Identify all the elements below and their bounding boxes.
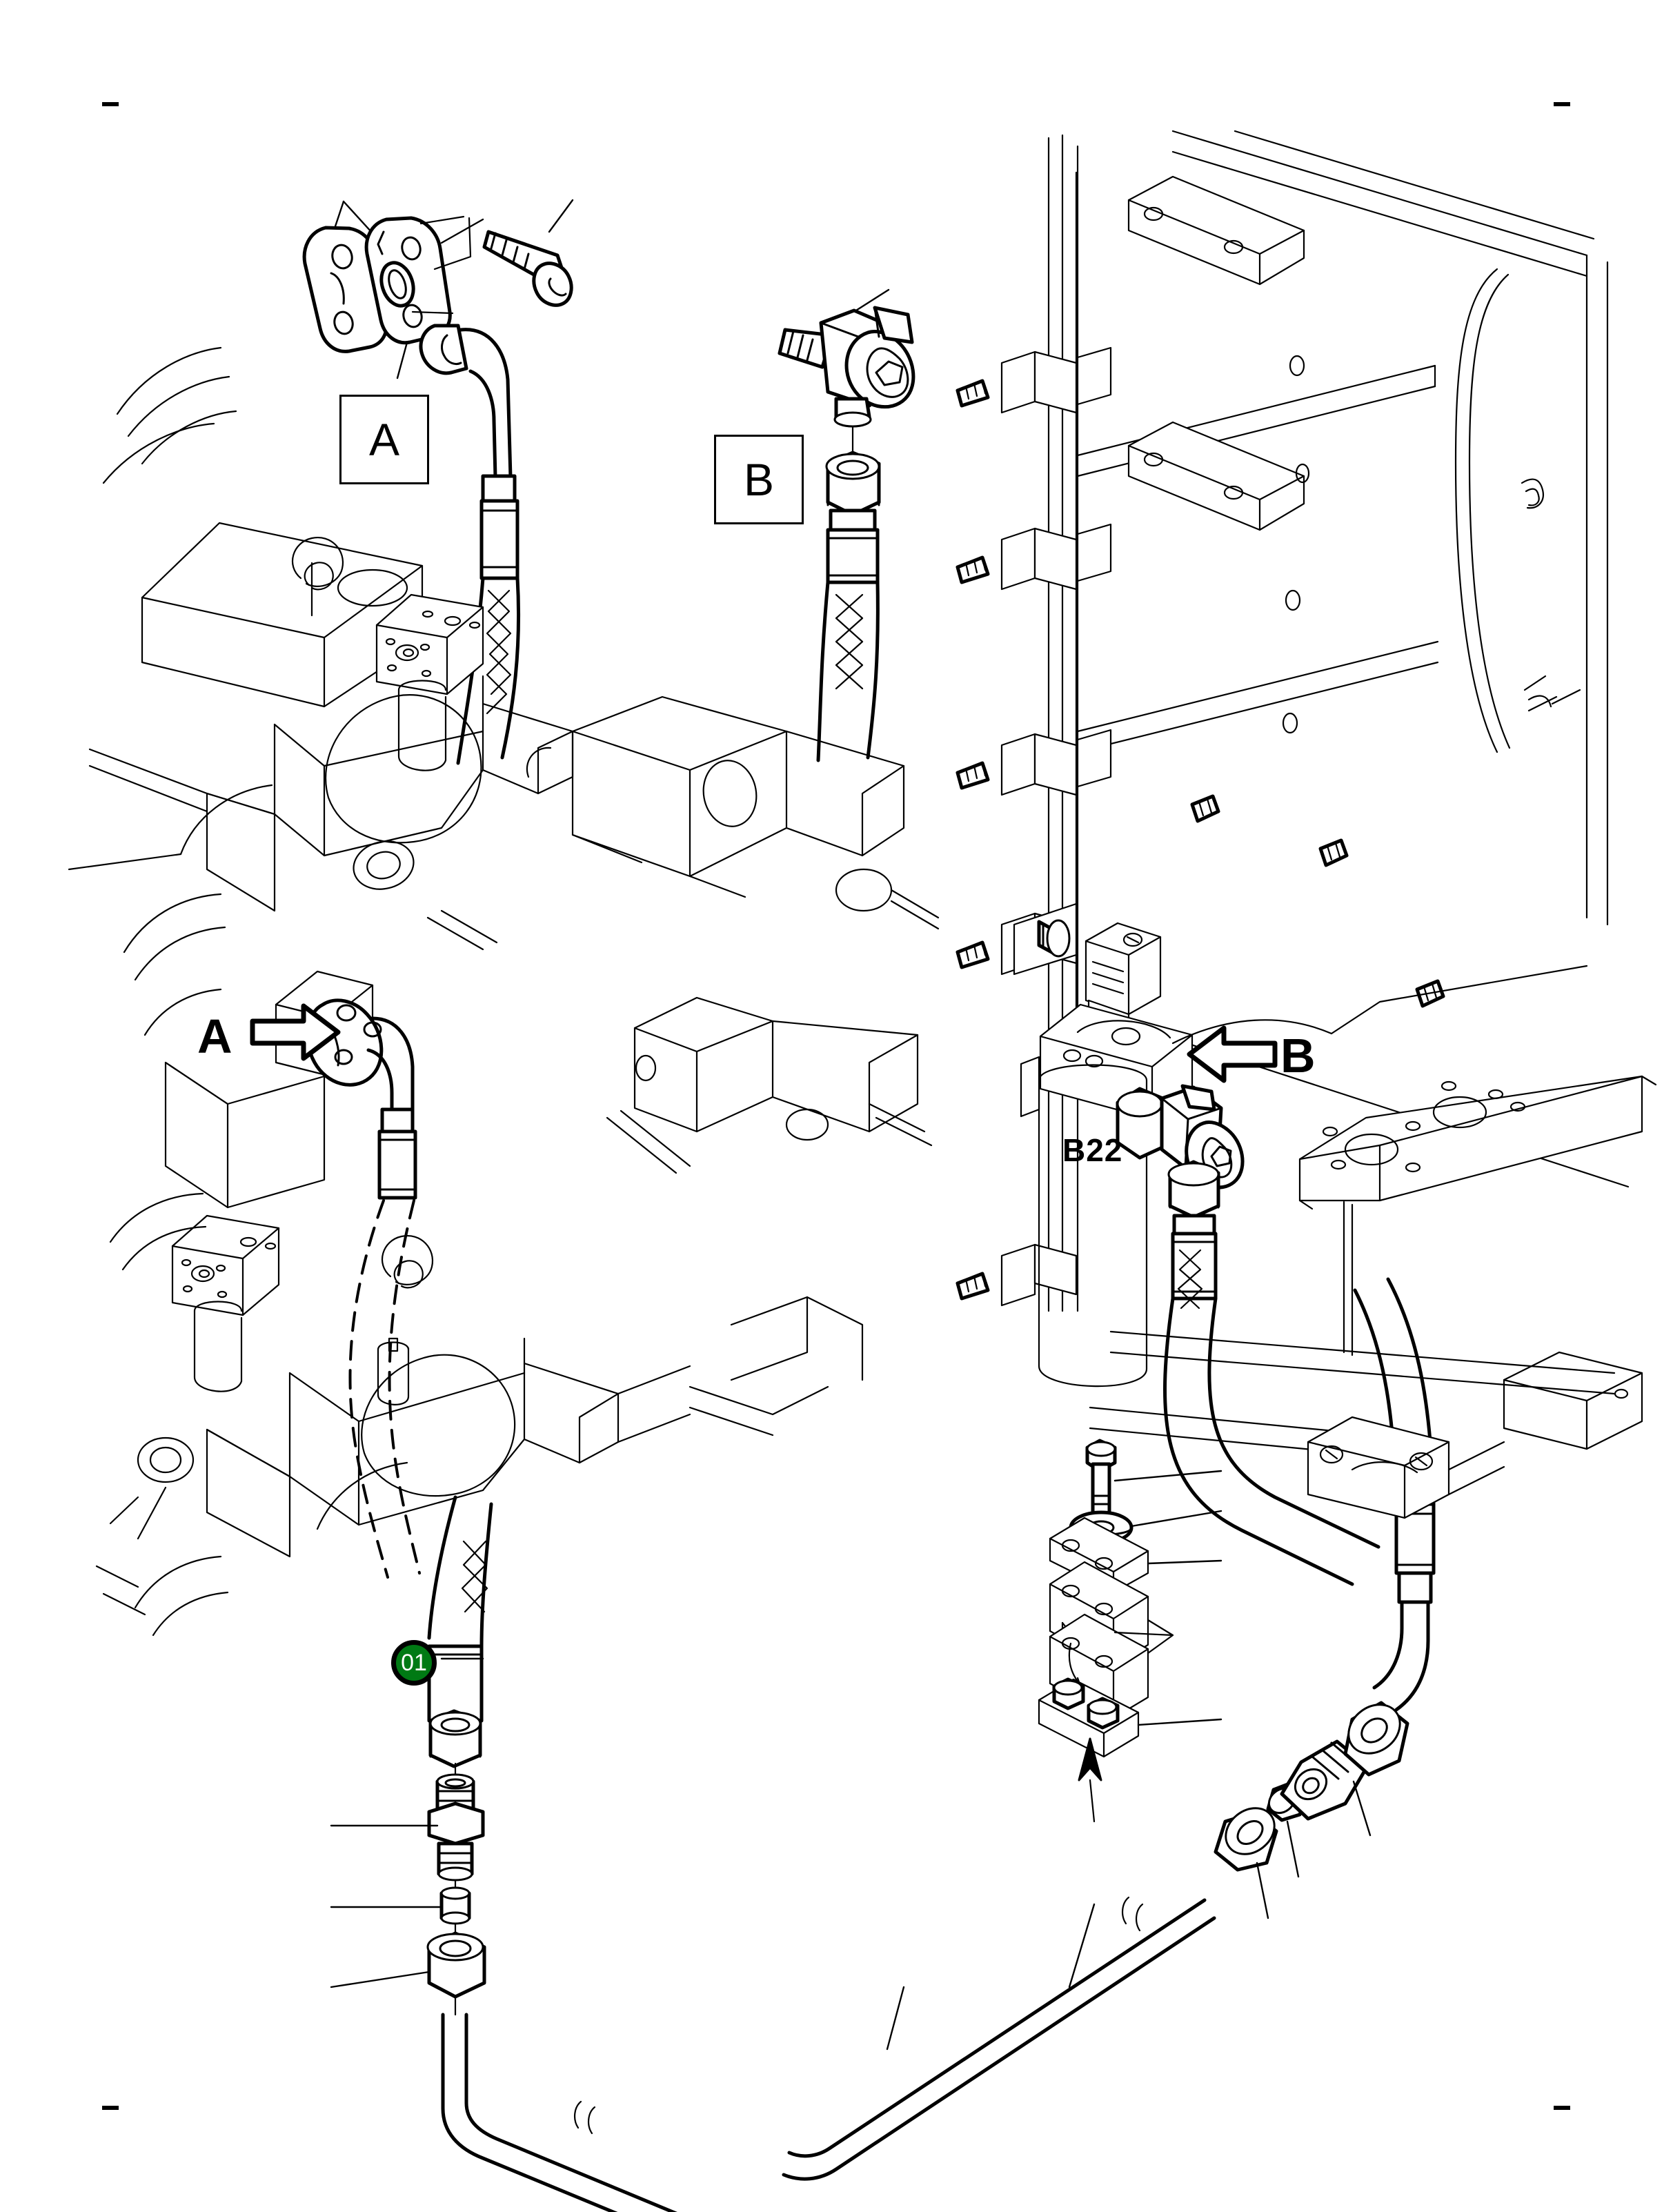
callout-arrow-a (250, 1003, 341, 1061)
sealing-ferrule-left (439, 1879, 471, 1925)
detail-a-exploded-flange (302, 199, 574, 765)
frame-bar-lower (1127, 421, 1305, 531)
item-callout-01[interactable]: 01 (391, 1640, 437, 1686)
hydraulic-filter-canister (1020, 919, 1194, 1388)
filter-outlet-hose (1163, 1214, 1380, 1586)
elbow-body (819, 306, 915, 409)
clamp-bracket-2 (956, 523, 1112, 591)
hydraulic-hose-01 (427, 1495, 493, 1768)
arrow-callout-letter-b: B (1280, 1029, 1316, 1083)
registration-mark-tr (1554, 102, 1570, 106)
elbow-male-thread (778, 328, 834, 369)
hose-flange-end-a (419, 324, 521, 765)
machine-frame-and-filter (956, 130, 1657, 1586)
part-code-b22: B22 (1062, 1132, 1123, 1168)
hex-lock-nut-left (426, 1922, 486, 1999)
mounting-plate-with-holes (1171, 965, 1657, 1210)
callout-arrow-b (1187, 1025, 1278, 1083)
clamp-base-plate (1038, 1677, 1140, 1758)
clamp-bracket-5 (956, 1243, 1078, 1307)
detail-view-label-b: B (714, 435, 804, 524)
plate-studs (1190, 794, 1445, 1008)
rigid-hydraulic-tube (441, 1896, 1216, 2212)
hose-end-b (816, 508, 880, 762)
clamp-bracket-1 (956, 346, 1112, 414)
threaded-adapter-nipple-right (1280, 1739, 1369, 1821)
hose-clamp-assembly (1038, 1439, 1222, 1823)
registration-mark-tl (102, 102, 119, 106)
detail-b-elbow-fitting (778, 288, 915, 762)
hose-hidden-routing (348, 1199, 421, 1579)
detail-view-label-a: A (339, 395, 429, 484)
o-ring (379, 261, 415, 308)
arrow-callout-letter-a: A (197, 1009, 232, 1063)
hose-swivel-nut-b (825, 451, 881, 517)
hydraulic-pump-assembly (68, 346, 940, 1637)
hex-lock-nut-right (1214, 1807, 1278, 1872)
lower-left-fitting-stack (330, 1762, 486, 2016)
frame-bar-upper (1127, 175, 1305, 286)
clamp-bracket-3 (956, 729, 1112, 796)
filter-elbow-port (1116, 1084, 1245, 1219)
hose-end-swivel-nut-right (1343, 1701, 1409, 1777)
registration-mark-bl (102, 2106, 119, 2110)
threaded-adapter-nipple-left (427, 1773, 485, 1882)
elbow-lower-nipple (833, 397, 872, 428)
lower-right-fitting-stack (1214, 1277, 1436, 1919)
registration-mark-br (1554, 2106, 1570, 2110)
socket-head-cap-screw (482, 199, 574, 307)
tube-clamp-block (1307, 1416, 1505, 1519)
